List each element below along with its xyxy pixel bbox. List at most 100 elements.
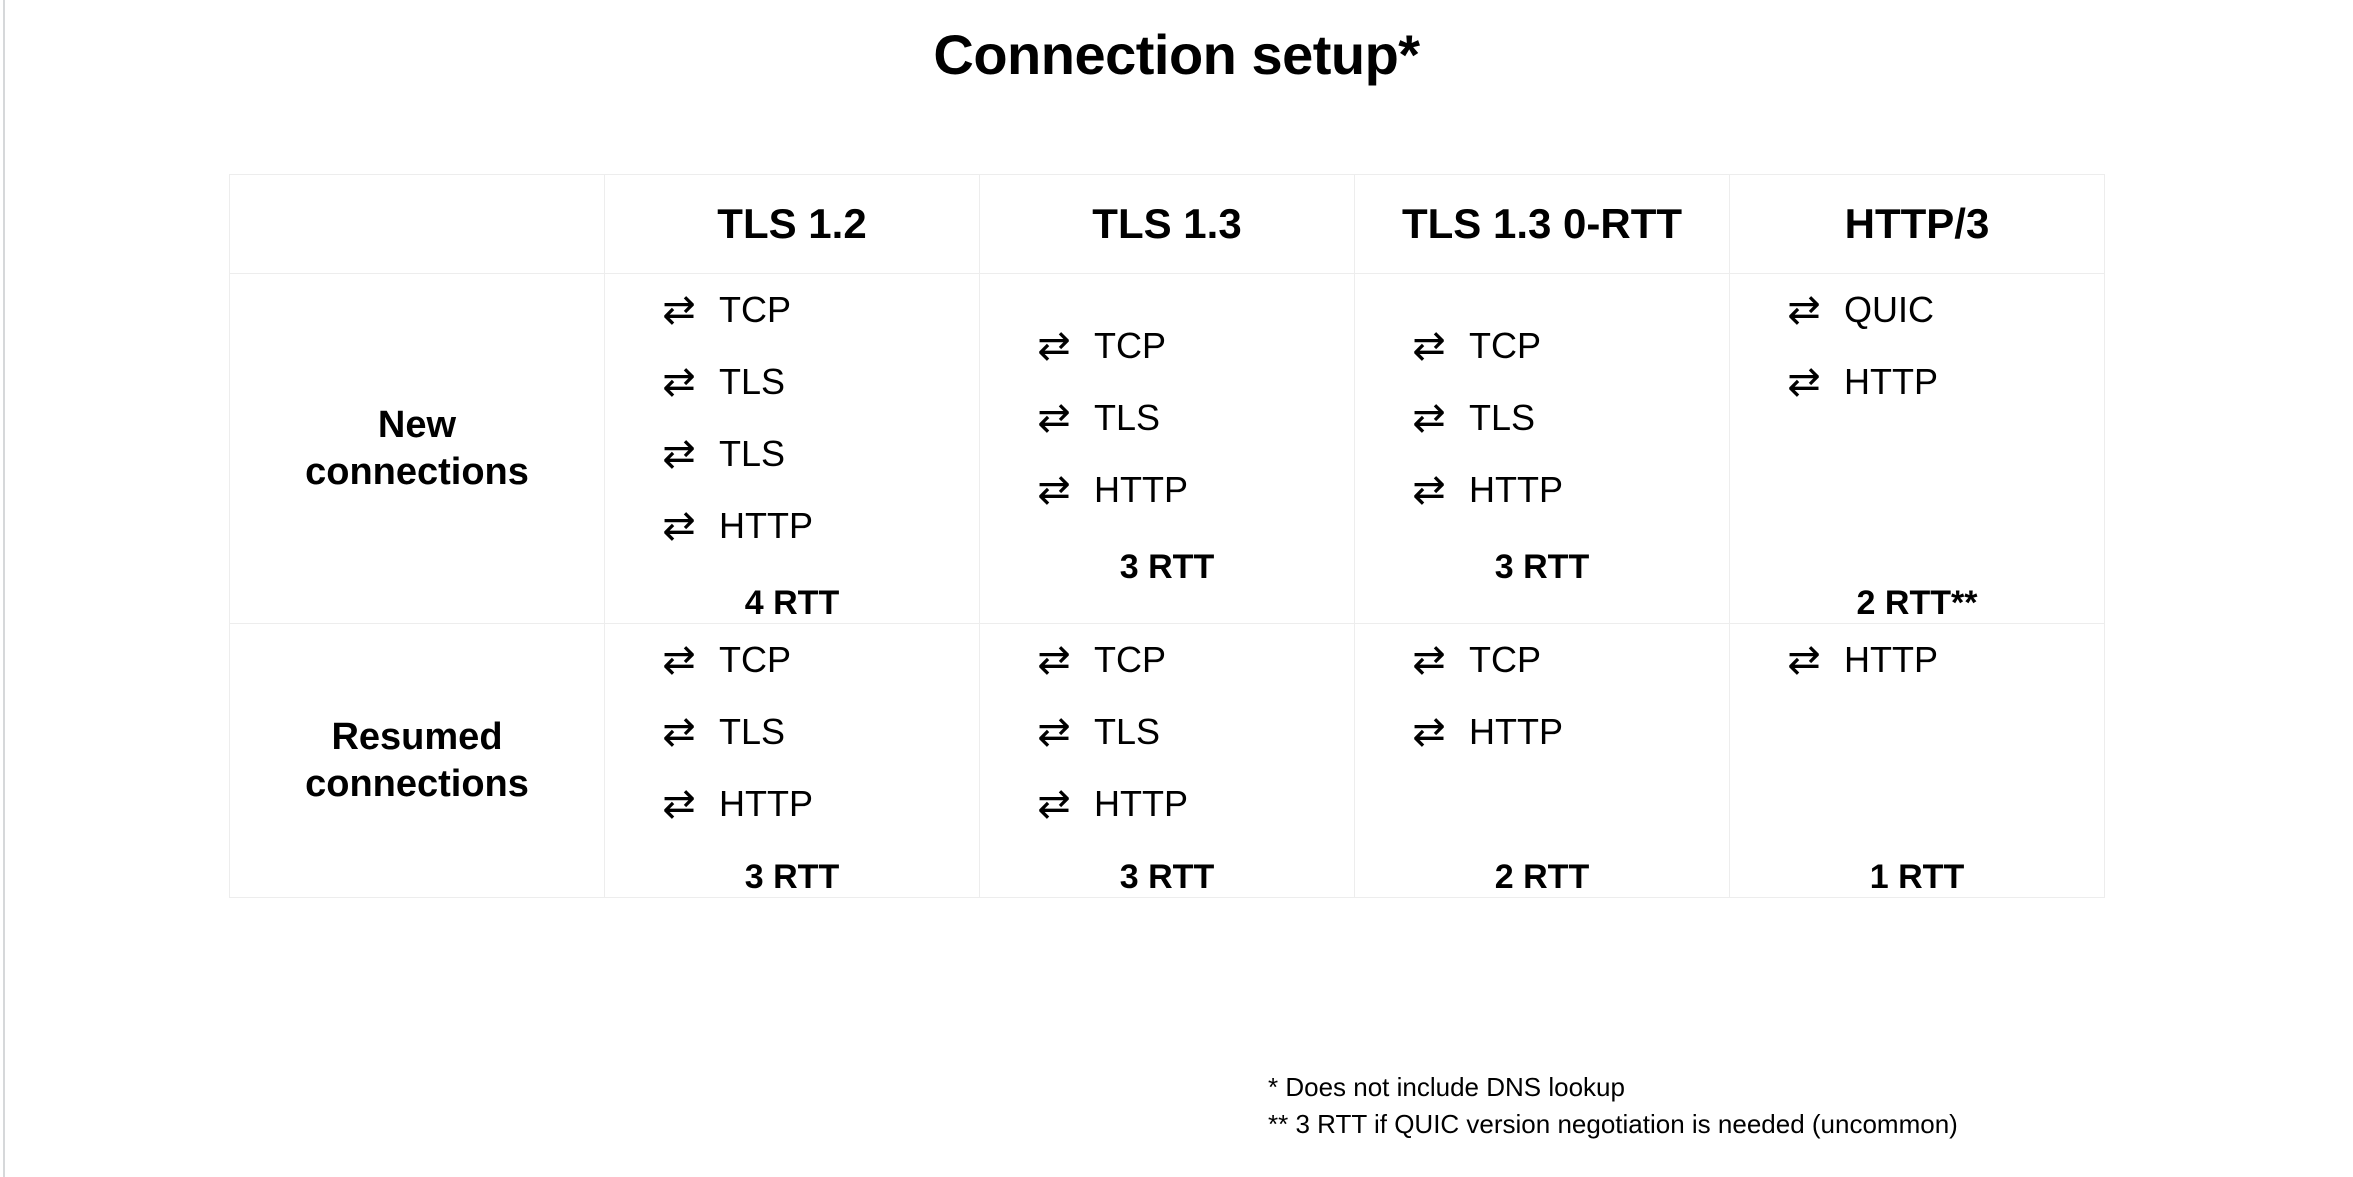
left-edge-rule xyxy=(3,0,5,1177)
step-list: ⇄ HTTP xyxy=(1756,624,2078,840)
step-label: TLS xyxy=(719,711,786,752)
step-item: ⇄ HTTP xyxy=(1028,768,1328,840)
round-trip-arrows-icon: ⇄ xyxy=(1787,359,1821,405)
table-header: TLS 1.2 TLS 1.3 TLS 1.3 0-RTT HTTP/3 xyxy=(229,174,2105,274)
step-item: ⇄ QUIC xyxy=(1778,274,2078,346)
rtt-total: 2 RTT** xyxy=(1856,584,1978,622)
table-body: New connections ⇄ TCP ⇄ TLS xyxy=(229,273,2105,898)
column-header-tls13-0rtt: TLS 1.3 0-RTT xyxy=(1354,174,1730,274)
column-header-tls12: TLS 1.2 xyxy=(604,174,980,274)
step-item: ⇄ TLS xyxy=(1028,696,1328,768)
step-item-spacer xyxy=(1403,768,1703,840)
step-item: ⇄ TCP xyxy=(653,624,953,696)
row-label-new-connections: New connections xyxy=(229,273,605,624)
round-trip-arrows-icon: ⇄ xyxy=(662,503,696,549)
step-label: TCP xyxy=(719,639,791,680)
step-item: ⇄ HTTP xyxy=(1403,454,1703,526)
step-label: HTTP xyxy=(1469,469,1563,510)
round-trip-arrows-icon: ⇄ xyxy=(1037,781,1071,827)
step-list: ⇄ TCP ⇄ TLS ⇄ HTTP xyxy=(1006,624,1328,840)
round-trip-arrows-icon: ⇄ xyxy=(1037,395,1071,441)
round-trip-arrows-icon: ⇄ xyxy=(1037,323,1071,369)
round-trip-arrows-icon: ⇄ xyxy=(1037,637,1071,683)
connection-setup-table: TLS 1.2 TLS 1.3 TLS 1.3 0-RTT HTTP/3 New… xyxy=(229,174,2105,898)
round-trip-arrows-icon: ⇄ xyxy=(1037,709,1071,755)
round-trip-arrows-icon: ⇄ xyxy=(662,359,696,405)
step-list: ⇄ TCP ⇄ HTTP xyxy=(1381,624,1703,840)
table-row-new-connections: New connections ⇄ TCP ⇄ TLS xyxy=(229,273,2105,624)
step-item: ⇄ TCP xyxy=(1403,624,1703,696)
step-item: ⇄ TLS xyxy=(653,418,953,490)
step-label: HTTP xyxy=(1844,361,1938,402)
step-item: ⇄ TLS xyxy=(653,696,953,768)
step-list: ⇄ TCP ⇄ TLS ⇄ HTTP xyxy=(1006,310,1328,526)
step-list: ⇄ TCP ⇄ TLS ⇄ HTTP xyxy=(631,624,953,840)
step-label: TCP xyxy=(1094,639,1166,680)
round-trip-arrows-icon: ⇄ xyxy=(1412,395,1446,441)
column-header-http3: HTTP/3 xyxy=(1729,174,2105,274)
cell-new-tls12: ⇄ TCP ⇄ TLS ⇄ TLS ⇄ HTTP xyxy=(604,273,980,624)
column-header-tls13: TLS 1.3 xyxy=(979,174,1355,274)
rtt-total: 2 RTT xyxy=(1494,858,1590,896)
step-item: ⇄ HTTP xyxy=(653,768,953,840)
cell-resumed-http3: ⇄ HTTP 1 RTT xyxy=(1729,623,2105,898)
rtt-total: 3 RTT xyxy=(1119,548,1215,586)
step-label: TCP xyxy=(1469,325,1541,366)
table-row-resumed-connections: Resumed connections ⇄ TCP ⇄ TLS xyxy=(229,623,2105,898)
step-label: HTTP xyxy=(719,783,813,824)
round-trip-arrows-icon: ⇄ xyxy=(1412,637,1446,683)
step-item: ⇄ TCP xyxy=(1028,310,1328,382)
step-list: ⇄ QUIC ⇄ HTTP xyxy=(1756,274,2078,562)
rtt-total: 4 RTT xyxy=(744,584,840,622)
step-item: ⇄ TCP xyxy=(1403,310,1703,382)
row-label-line-1: Resumed xyxy=(331,716,503,759)
step-label: HTTP xyxy=(1844,639,1938,680)
step-label: HTTP xyxy=(719,505,813,546)
round-trip-arrows-icon: ⇄ xyxy=(662,709,696,755)
cell-new-tls13: ⇄ TCP ⇄ TLS ⇄ HTTP 3 RTT xyxy=(979,273,1355,624)
step-label: TLS xyxy=(719,361,786,402)
step-label: TCP xyxy=(719,289,791,330)
round-trip-arrows-icon: ⇄ xyxy=(662,781,696,827)
cell-resumed-tls13-0rtt: ⇄ TCP ⇄ HTTP 2 RTT xyxy=(1354,623,1730,898)
step-label: HTTP xyxy=(1094,469,1188,510)
step-label: TCP xyxy=(1469,639,1541,680)
rtt-total: 3 RTT xyxy=(744,858,840,896)
step-item: ⇄ TCP xyxy=(653,274,953,346)
step-list: ⇄ TCP ⇄ TLS ⇄ HTTP xyxy=(1381,310,1703,526)
round-trip-arrows-icon: ⇄ xyxy=(1412,323,1446,369)
step-item-spacer xyxy=(1778,768,2078,840)
row-label-line-1: New xyxy=(377,404,457,447)
step-list: ⇄ TCP ⇄ TLS ⇄ TLS ⇄ HTTP xyxy=(631,274,953,562)
step-label: TCP xyxy=(1094,325,1166,366)
step-label: TLS xyxy=(1094,397,1161,438)
step-label: HTTP xyxy=(1094,783,1188,824)
footnote-dns: * Does not include DNS lookup xyxy=(1268,1072,1625,1102)
step-label: QUIC xyxy=(1844,289,1934,330)
round-trip-arrows-icon: ⇄ xyxy=(1787,637,1821,683)
step-label: TLS xyxy=(719,433,786,474)
step-item: ⇄ HTTP xyxy=(1778,624,2078,696)
step-label: HTTP xyxy=(1469,711,1563,752)
step-item: ⇄ TCP xyxy=(1028,624,1328,696)
cell-resumed-tls12: ⇄ TCP ⇄ TLS ⇄ HTTP 3 RTT xyxy=(604,623,980,898)
step-item: ⇄ HTTP xyxy=(1028,454,1328,526)
row-label-resumed-connections: Resumed connections xyxy=(229,623,605,898)
step-label: TLS xyxy=(1094,711,1161,752)
step-item: ⇄ HTTP xyxy=(1778,346,2078,418)
cell-new-http3: ⇄ QUIC ⇄ HTTP 2 RTT** xyxy=(1729,273,2105,624)
round-trip-arrows-icon: ⇄ xyxy=(1037,467,1071,513)
row-label-line-2: connections xyxy=(305,450,529,493)
step-label: TLS xyxy=(1469,397,1536,438)
round-trip-arrows-icon: ⇄ xyxy=(662,287,696,333)
footnotes-block: * Does not include DNS lookup ** 3 RTT i… xyxy=(1268,1069,1958,1143)
step-item-spacer xyxy=(1778,418,2078,490)
step-item-spacer xyxy=(1778,696,2078,768)
cell-resumed-tls13: ⇄ TCP ⇄ TLS ⇄ HTTP 3 RTT xyxy=(979,623,1355,898)
round-trip-arrows-icon: ⇄ xyxy=(662,431,696,477)
footnote-quic-version-negotiation: ** 3 RTT if QUIC version negotiation is … xyxy=(1268,1108,1958,1139)
step-item: ⇄ HTTP xyxy=(1403,696,1703,768)
step-item-spacer xyxy=(1778,490,2078,562)
round-trip-arrows-icon: ⇄ xyxy=(1412,467,1446,513)
